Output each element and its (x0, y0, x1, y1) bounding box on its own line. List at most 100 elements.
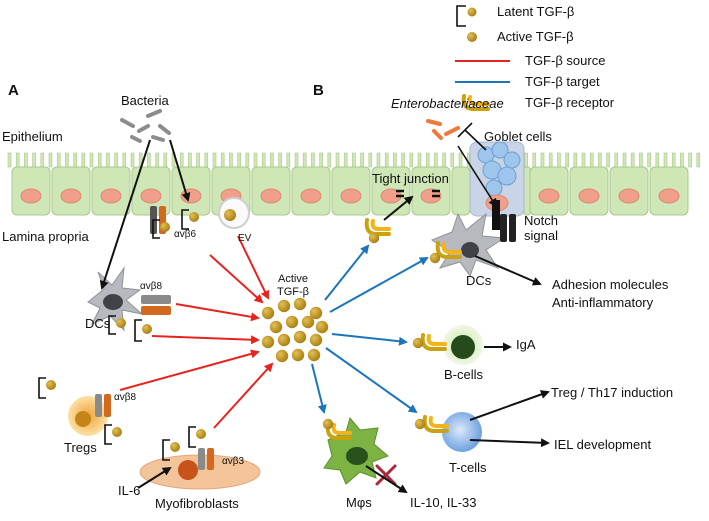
microvillus (311, 152, 315, 168)
epithelial-nucleus (658, 188, 680, 204)
legend-receptor-symbol (461, 94, 490, 111)
active-tgfb-molecule (261, 335, 275, 349)
receptor-chain-2 (426, 334, 447, 346)
avb8-treg-label: αvβ8 (114, 392, 137, 403)
microvillus (565, 152, 569, 168)
microvillus (630, 152, 635, 168)
treg-th17-label: Treg / Th17 induction (551, 385, 674, 400)
target-arrow-macrophage (311, 363, 327, 414)
dcs-a-label: DCs (85, 316, 111, 331)
legend-active-label: Active TGF-β (497, 29, 574, 44)
microvillus (106, 152, 110, 168)
microvillus (458, 152, 463, 168)
receptor-chain-1 (422, 415, 449, 433)
goblet-cell (469, 141, 525, 217)
microvilli (7, 152, 701, 168)
microvillus (56, 152, 61, 168)
active-tgfb-cluster (261, 297, 329, 363)
epithelial-nucleus (578, 188, 600, 204)
microvillus (278, 152, 282, 168)
notch-line1: Notch (524, 213, 558, 228)
microvillus (425, 152, 430, 168)
panel-a-letter: A (8, 82, 19, 99)
microvillus (450, 152, 455, 168)
iel-arrow (469, 438, 550, 448)
target-arrow-bcell (331, 333, 408, 346)
epithelial-cell (523, 166, 531, 216)
microvillus (48, 152, 53, 168)
epithelial-nucleus (538, 188, 560, 204)
active-tgfb-molecule (275, 349, 289, 363)
microvillus (261, 152, 266, 168)
microvillus (647, 152, 651, 168)
source-arrow-treg (119, 349, 260, 391)
microvillus (343, 152, 348, 168)
target-arrow-epithelium (324, 244, 370, 301)
iel-development-label: IEL development (554, 437, 652, 452)
active-tgfb-molecule (301, 315, 315, 329)
avb6-label: αvβ6 (174, 229, 197, 240)
microvillus (639, 152, 643, 168)
legend-latent-symbol (456, 5, 477, 27)
microvillus (319, 152, 323, 168)
microvillus (696, 152, 701, 168)
il10-il33-label: IL-10, IL-33 (410, 495, 477, 510)
arrows (99, 139, 550, 494)
active-tgfb-molecule (277, 333, 291, 347)
goblet-cells-label: Goblet cells (484, 129, 552, 144)
treg-th17-arrow (469, 390, 550, 421)
microvillus (286, 152, 291, 168)
microvillus (622, 152, 627, 168)
myofibroblasts-label: Myofibroblasts (155, 496, 239, 511)
receptor-chain-2 (428, 416, 449, 428)
microvillus (655, 152, 660, 168)
bound-tgfb-molecule (368, 232, 380, 244)
microvillus (434, 152, 438, 168)
microvillus (335, 152, 340, 168)
antiinflammatory-label: Anti-inflammatory (552, 295, 654, 310)
lamina-propria-label: Lamina propria (2, 229, 89, 244)
microvillus (352, 152, 356, 168)
microvillus (614, 152, 619, 168)
microvillus (663, 152, 668, 168)
bacteria-arrow-epithelium (169, 139, 191, 202)
microvillus (7, 152, 12, 168)
active-tgfb-molecule (261, 306, 275, 320)
microvillus (179, 152, 184, 168)
notch-label: Notch signal (524, 213, 558, 244)
microvillus (606, 152, 610, 168)
microvillus (589, 152, 594, 168)
microvillus (155, 152, 159, 168)
enterobacteriaceae-label: Enterobacteriaceae (391, 96, 504, 111)
microvillus (548, 152, 553, 168)
microvillus (680, 152, 684, 168)
b-cell (443, 325, 483, 365)
epithelial-latent-tgfb (152, 209, 199, 239)
epithelial-nucleus (260, 188, 282, 204)
microvillus (302, 152, 307, 168)
microvillus (557, 152, 561, 168)
active-tgfb-molecule (309, 306, 323, 320)
bacteria-label: Bacteria (121, 93, 169, 108)
epithelial-nucleus (100, 188, 122, 204)
epithelial-nucleus (140, 188, 162, 204)
active-tgfb-molecule (293, 330, 307, 344)
microvillus (130, 152, 135, 168)
microvillus (97, 152, 102, 168)
dc-tgfb-receptor (435, 241, 462, 259)
legend-active-symbol (467, 32, 477, 42)
microvillus (581, 152, 586, 168)
epithelial-tgfb-receptor (364, 218, 391, 236)
il10-arrow (365, 465, 408, 494)
microvillus (65, 152, 69, 168)
dcs-b-label: DCs (466, 273, 492, 288)
ev-label: EV (238, 233, 252, 244)
receptor-chain-2 (370, 219, 391, 231)
legend-target-label: TGF-β target (525, 74, 600, 89)
active-tgfb-molecule (291, 348, 305, 362)
bacteria-cluster (120, 109, 171, 143)
tgfb-receptors (322, 218, 462, 440)
source-arrow-dc-latent (151, 335, 260, 345)
enterobacteriaceae-inhibition (457, 122, 487, 151)
